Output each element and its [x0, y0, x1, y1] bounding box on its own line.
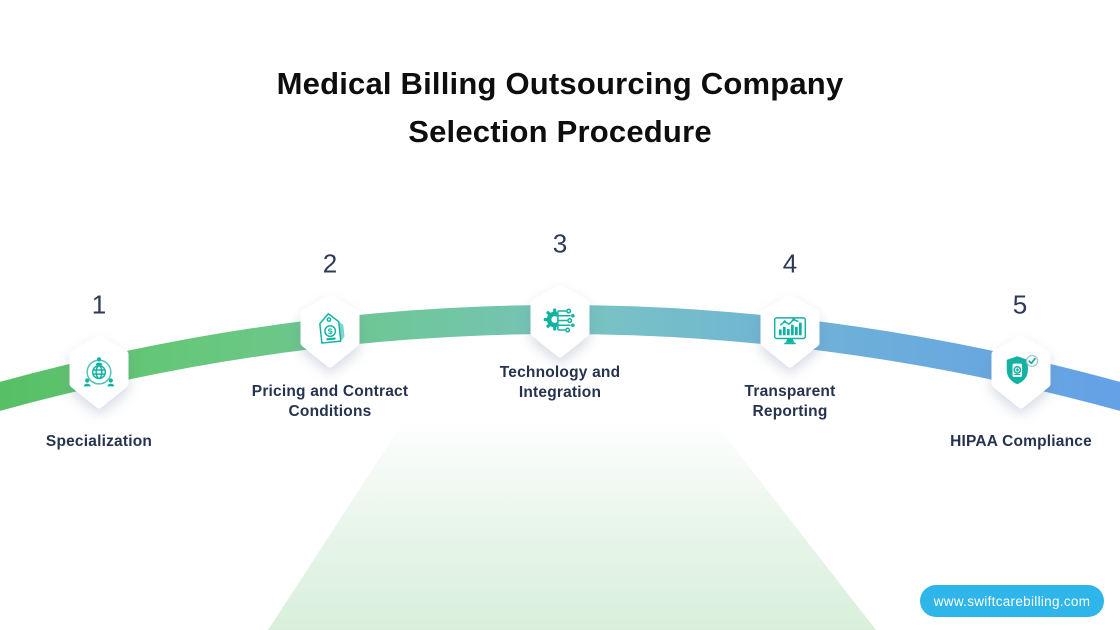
network-globe-icon: [83, 357, 115, 387]
shield-document-check-icon: [1006, 354, 1039, 385]
step-5-badge: [989, 335, 1053, 409]
hexagon-frame: [69, 335, 129, 409]
step-4-label: Transparent Reporting: [744, 383, 836, 420]
hexagon-frame: [300, 294, 360, 368]
svg-text:$: $: [327, 326, 333, 336]
step-4-number: 4: [782, 248, 798, 279]
step-4-badge: [758, 294, 822, 368]
step-1-badge: [67, 335, 131, 409]
step-1-number: 1: [91, 289, 107, 320]
website-badge[interactable]: www.swiftcarebilling.com: [920, 585, 1104, 617]
step-3-number: 3: [552, 228, 568, 259]
page-title-line1: Medical Billing Outsourcing Company: [276, 66, 844, 101]
step-1-label: Specialization: [45, 433, 153, 450]
step-2-label: Pricing and Contract Conditions: [251, 383, 409, 420]
price-tag-dollar-icon: $: [319, 312, 345, 344]
step-3-badge: [528, 284, 592, 358]
page-title: Medical Billing Outsourcing Company Sele…: [0, 60, 1120, 156]
step-2-number: 2: [322, 248, 338, 279]
monitor-chart-icon: [773, 317, 807, 345]
step-2-badge: $: [298, 294, 362, 368]
step-5-label: HIPAA Compliance: [950, 433, 1092, 450]
gear-circuit-icon: [543, 308, 575, 333]
step-3-label: Technology and Integration: [499, 364, 621, 401]
page-title-line2: Selection Procedure: [408, 114, 712, 149]
step-5-number: 5: [1012, 289, 1028, 320]
hexagon-frame: [760, 294, 820, 368]
